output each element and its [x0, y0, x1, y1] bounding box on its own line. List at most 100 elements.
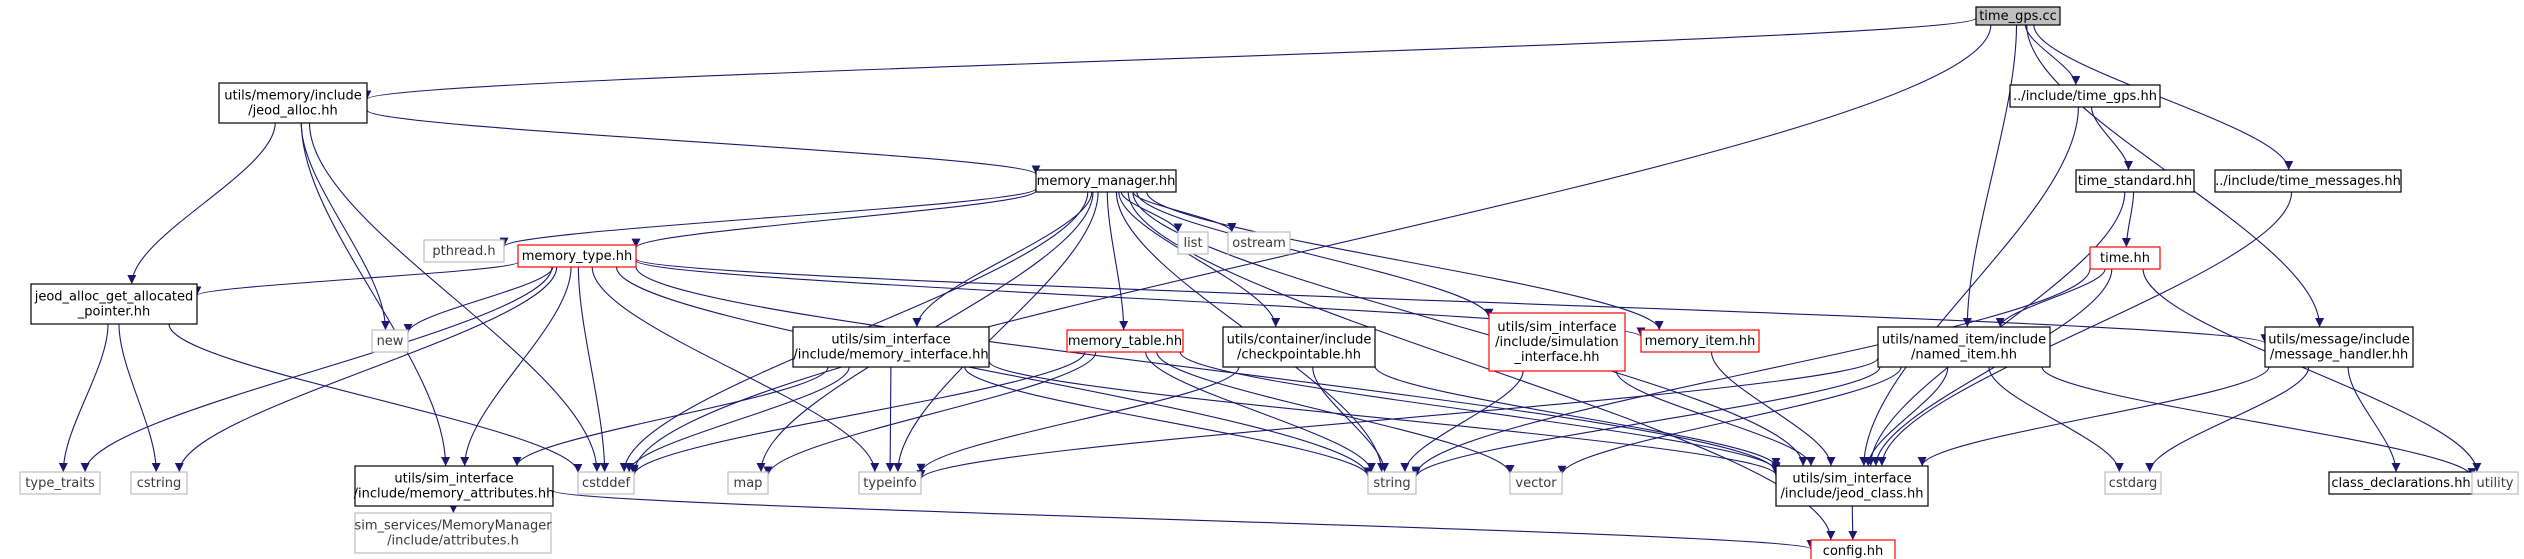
edge-inc_time_messages-to-jeod_class — [1877, 191, 2293, 467]
node-memory_item[interactable]: memory_item.hh — [1640, 329, 1760, 353]
edge-memory_type-to-string — [615, 266, 1373, 477]
node-class_declarations[interactable]: class_declarations.hh — [2328, 471, 2474, 495]
node-time_hh[interactable]: time.hh — [2089, 246, 2161, 270]
edge-memory_table-to-cstddef — [629, 351, 1086, 476]
node-cstdarg[interactable]: cstdarg — [2104, 471, 2162, 495]
edge-memory_manager-to-memory_item — [1146, 191, 1664, 331]
node-box — [517, 244, 637, 268]
node-jeod_alloc_ptr[interactable]: jeod_alloc_get_allocated_pointer.hh — [30, 283, 198, 325]
node-memory_manager[interactable]: memory_manager.hh — [1035, 169, 1177, 193]
node-map[interactable]: map — [727, 471, 769, 495]
node-cstring[interactable]: cstring — [130, 471, 188, 495]
edge-memory_interface-to-typeinfo — [885, 366, 895, 473]
node-string[interactable]: string — [1367, 471, 1417, 495]
node-label: utils/named_item/include — [1882, 333, 2046, 348]
edge-simulation_interface-to-string — [1400, 370, 1524, 473]
node-jeod_class[interactable]: utils/sim_interface/include/jeod_class.h… — [1775, 465, 1929, 507]
node-box — [1035, 169, 1177, 193]
edge-memory_type-to-type_traits — [80, 266, 553, 473]
node-ostream[interactable]: ostream — [1227, 231, 1291, 255]
edge-memory_table-to-string — [1145, 351, 1376, 473]
node-named_item[interactable]: utils/named_item/include/named_item.hh — [1877, 326, 2051, 368]
node-box — [1509, 471, 1563, 495]
edge-jeod_alloc-to-memory_attributes — [300, 122, 451, 467]
node-box — [2075, 169, 2195, 193]
node-label: jeod_alloc_get_allocated — [34, 290, 194, 305]
node-utility[interactable]: utility — [2471, 471, 2519, 495]
node-label: /message_handler.hh — [2270, 348, 2408, 363]
edge-jeod_alloc_ptr-to-type_traits — [58, 323, 109, 473]
edge-memory_manager-to-list — [1120, 191, 1183, 233]
edge-checkpointable-to-jeod_class — [1374, 365, 1781, 468]
node-box — [1975, 6, 2061, 26]
edge-memory_manager-to-typeinfo — [893, 191, 1099, 473]
edge-memory_manager-to-ostream — [1132, 191, 1237, 233]
node-label: /jeod_alloc.hh — [248, 104, 338, 119]
edge-memory_table-to-map — [763, 351, 1097, 476]
node-inc_time_gps[interactable]: ../include/time_gps.hh — [2009, 84, 2161, 108]
edge-named_item-to-utility — [2041, 366, 2477, 478]
node-inc_time_messages[interactable]: ../include/time_messages.hh — [2214, 169, 2402, 193]
edge-time_gps_cc-to-cstddef — [629, 24, 1992, 474]
node-box — [423, 239, 505, 263]
node-box — [727, 471, 769, 495]
edge-jeod_alloc-to-jeod_alloc_ptr — [127, 122, 276, 285]
node-vector[interactable]: vector — [1509, 471, 1563, 495]
node-sim_services_attr[interactable]: sim_services/MemoryManager/include/attri… — [354, 512, 552, 554]
edge-memory_interface-to-memory_attributes — [512, 366, 829, 467]
edge-inc_time_gps-to-time_standard — [2090, 106, 2133, 171]
node-label: time_standard.hh — [2078, 174, 2192, 189]
node-box — [792, 326, 990, 368]
edge-jeod_alloc_ptr-to-cstddef — [168, 323, 583, 473]
edge-memory_type-to-typeinfo — [591, 266, 880, 473]
node-config[interactable]: config.hh — [1810, 539, 1896, 559]
node-label: utils/sim_interface — [394, 472, 513, 487]
edge-simulation_interface-to-jeod_class — [1615, 370, 1816, 467]
edge-memory_type-to-message_handler — [635, 258, 2269, 344]
edge-jeod_alloc-to-cstddef — [308, 122, 602, 473]
node-box — [2214, 169, 2402, 193]
node-simulation_interface[interactable]: utils/sim_interface/include/simulation_i… — [1488, 312, 1626, 372]
node-label: time_gps.cc — [1979, 9, 2057, 24]
edge-memory_manager-to-memory_table — [1106, 191, 1129, 331]
node-label: /include/attributes.h — [387, 534, 519, 549]
node-memory_table[interactable]: memory_table.hh — [1066, 329, 1184, 353]
edge-message_handler-to-class_declarations — [2347, 366, 2401, 473]
node-box — [30, 283, 198, 325]
node-memory_attributes[interactable]: utils/sim_interface/include/memory_attri… — [354, 465, 555, 507]
node-jeod_alloc[interactable]: utils/memory/include/jeod_alloc.hh — [218, 82, 368, 124]
node-type_traits[interactable]: type_traits — [19, 471, 101, 495]
node-label: new — [377, 334, 404, 349]
node-list[interactable]: list — [1177, 231, 1209, 255]
node-box — [2009, 84, 2161, 108]
node-label: type_traits — [25, 476, 95, 491]
node-label: class_declarations.hh — [2331, 476, 2470, 491]
edge-time_hh-to-string — [1411, 268, 2091, 476]
node-label: cstdarg — [2109, 476, 2158, 491]
node-pthread[interactable]: pthread.h — [423, 239, 505, 263]
edge-time_hh-to-named_item — [1995, 268, 2106, 328]
node-typeinfo[interactable]: typeinfo — [858, 471, 922, 495]
node-memory_interface[interactable]: utils/sim_interface/include/memory_inter… — [792, 326, 990, 368]
edge-memory_item-to-jeod_class — [1710, 351, 1836, 467]
edge-memory_table-to-vector — [1156, 351, 1515, 475]
edge-memory_type-to-cstddef — [577, 266, 610, 473]
edge-message_handler-to-jeod_class — [1917, 366, 2270, 467]
node-label: utils/message/include — [2268, 333, 2410, 348]
node-new[interactable]: new — [371, 329, 409, 353]
node-label: memory_manager.hh — [1037, 174, 1176, 189]
node-box — [2089, 246, 2161, 270]
node-message_handler[interactable]: utils/message/include/message_handler.hh — [2264, 326, 2414, 368]
node-label: /named_item.hh — [1911, 348, 2017, 363]
node-checkpointable[interactable]: utils/container/include/checkpointable.h… — [1222, 326, 1376, 368]
edge-layer — [58, 17, 2482, 550]
node-label: _pointer.hh — [77, 305, 150, 320]
node-label: memory_item.hh — [1645, 334, 1756, 349]
node-memory_type[interactable]: memory_type.hh — [517, 244, 637, 268]
edge-memory_type-to-cstring — [174, 266, 558, 473]
node-cstddef[interactable]: cstddef — [577, 471, 635, 495]
edge-named_item-to-typeinfo — [916, 357, 1879, 480]
node-time_gps_cc[interactable]: time_gps.cc — [1975, 6, 2061, 26]
node-time_standard[interactable]: time_standard.hh — [2075, 169, 2195, 193]
